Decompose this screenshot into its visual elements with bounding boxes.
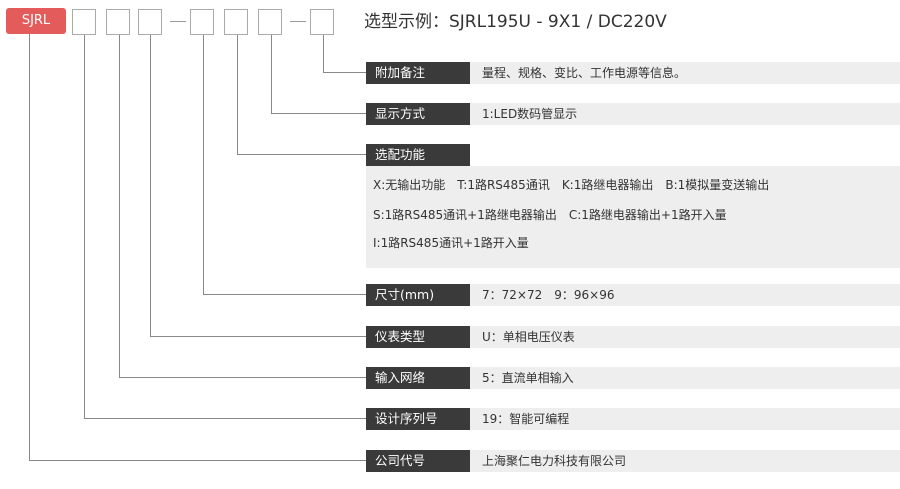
connector-display bbox=[271, 35, 366, 114]
code-box-display bbox=[310, 9, 334, 35]
code-box-type bbox=[190, 9, 214, 35]
code-box-size bbox=[224, 9, 248, 35]
row-value: 19：智能可编程 bbox=[470, 408, 900, 430]
row-value: 上海聚仁电力科技有限公司 bbox=[470, 450, 900, 472]
model-prefix-tag: SJRL bbox=[6, 8, 66, 34]
row-value: 量程、规格、变比、工作电源等信息。 bbox=[470, 62, 900, 84]
connector-company bbox=[29, 34, 366, 461]
function-option-line: I:1路RS485通讯+1路开入量 bbox=[373, 236, 529, 250]
row-value: 1:LED数码管显示 bbox=[470, 103, 900, 125]
row-label: 显示方式 bbox=[366, 103, 470, 125]
connector-size bbox=[203, 35, 366, 295]
row-label: 输入网络 bbox=[366, 367, 470, 389]
row-value: 5：直流单相输入 bbox=[470, 367, 900, 389]
code-box-function bbox=[258, 9, 282, 35]
row-label: 仪表类型 bbox=[366, 326, 470, 348]
row-value: U：单相电压仪表 bbox=[470, 326, 900, 348]
connector-series bbox=[84, 35, 366, 419]
row-label: 附加备注 bbox=[366, 62, 470, 84]
connector-function bbox=[237, 35, 366, 155]
function-option-line: X:无输出功能 T:1路RS485通讯 K:1路继电器输出 B:1模拟量变送输出 bbox=[373, 178, 770, 192]
selection-example: 选型示例：SJRL195U - 9X1 / DC220V bbox=[364, 12, 667, 32]
code-box-series-2 bbox=[106, 9, 130, 35]
row-label: 公司代号 bbox=[366, 450, 470, 472]
row-label: 尺寸(mm) bbox=[366, 284, 470, 306]
connector-remark bbox=[323, 35, 366, 73]
connector-type bbox=[150, 35, 366, 337]
function-options: X:无输出功能 T:1路RS485通讯 K:1路继电器输出 B:1模拟量变送输出… bbox=[366, 166, 900, 268]
connector-input bbox=[119, 35, 366, 378]
row-label: 设计序列号 bbox=[366, 408, 470, 430]
code-box-series-1 bbox=[72, 9, 96, 35]
function-option-line: S:1路RS485通讯+1路继电器输出 C:1路继电器输出+1路开入量 bbox=[373, 208, 727, 222]
code-box-input bbox=[138, 9, 162, 35]
code-dash-1 bbox=[170, 21, 186, 22]
row-value: 7：72×72 9：96×96 bbox=[470, 284, 900, 306]
row-label: 选配功能 bbox=[366, 144, 470, 166]
code-dash-2 bbox=[290, 21, 306, 22]
